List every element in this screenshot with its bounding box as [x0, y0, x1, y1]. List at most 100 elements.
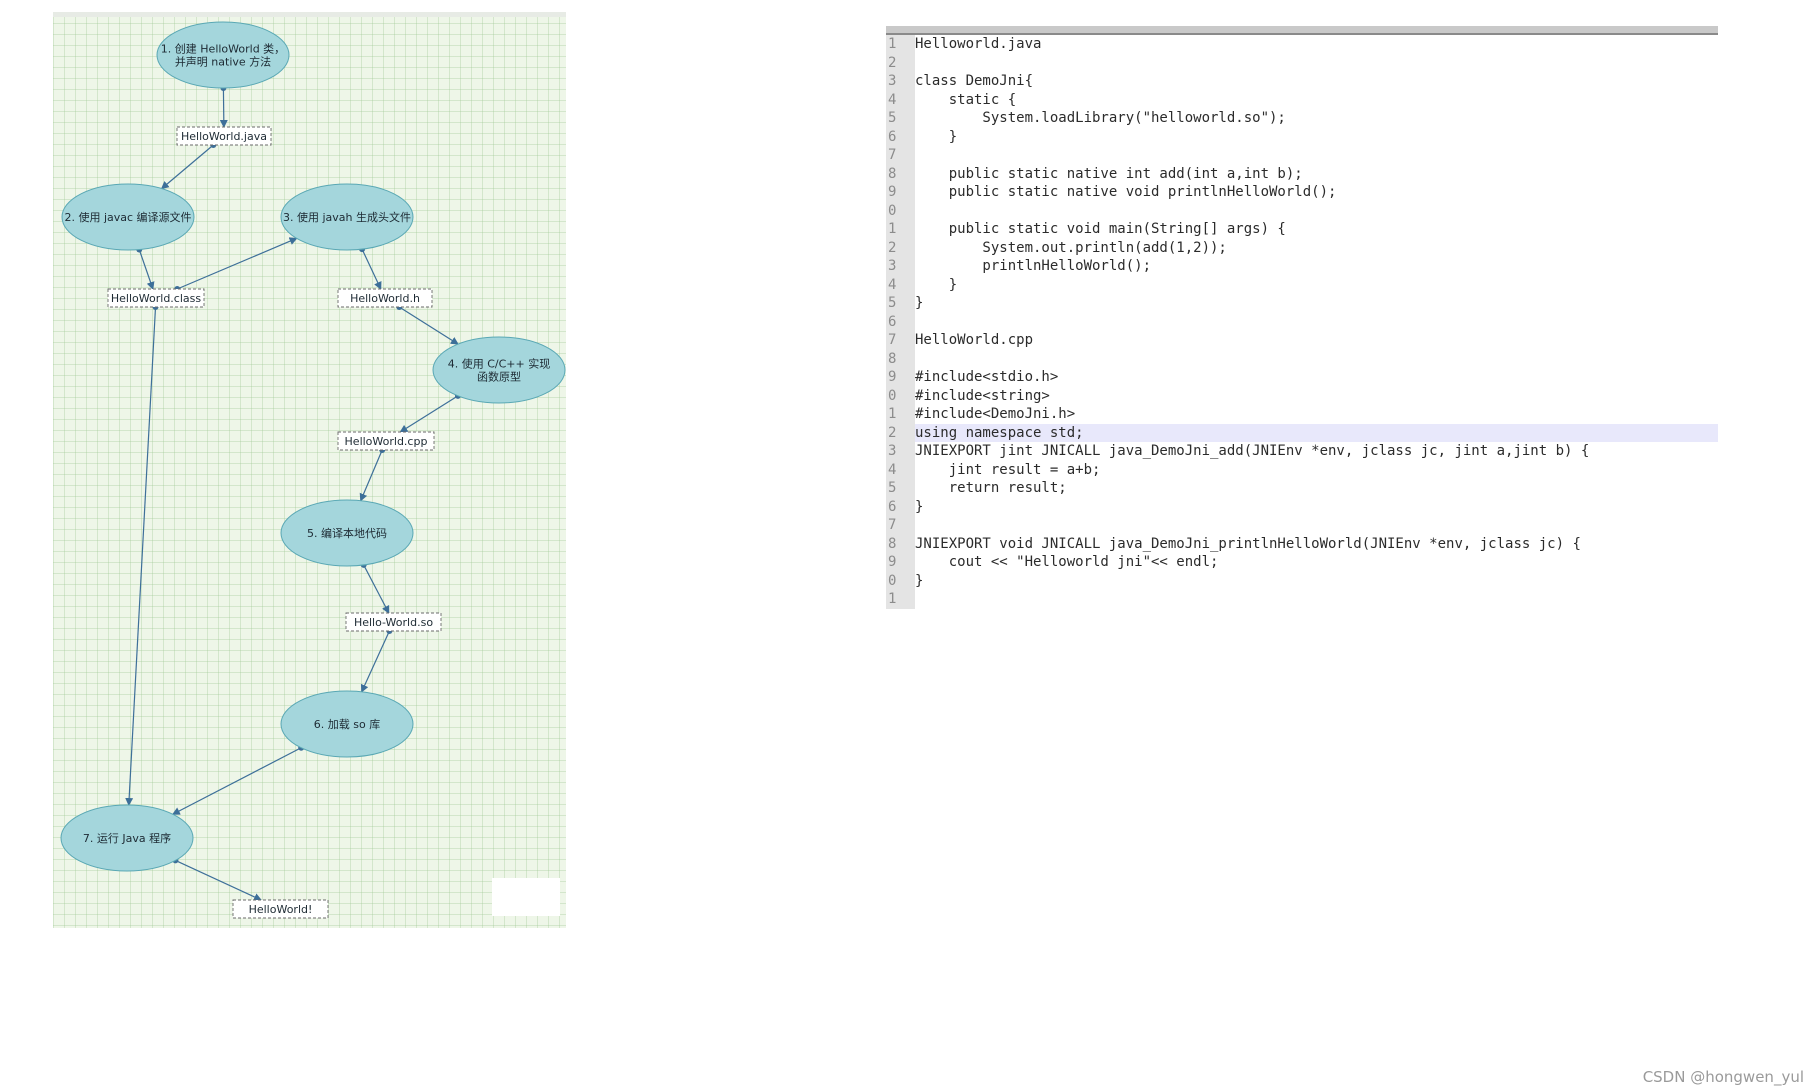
process-node-1[interactable]: 1. 创建 HelloWorld 类，并声明 native 方法 [156, 21, 290, 89]
code-text: System.loadLibrary("helloworld.so"); [915, 110, 1286, 126]
file-node-2[interactable]: HelloWorld.class [107, 288, 205, 308]
line-number: 6 [886, 127, 915, 146]
file-node-5[interactable]: Hello-World.so [345, 612, 442, 632]
file-node-3[interactable]: HelloWorld.h [337, 288, 433, 308]
code-line[interactable]: 4 jint result = a+b; [886, 460, 1718, 479]
code-text: public static void main(String[] args) { [915, 221, 1286, 237]
line-number: 7 [886, 331, 915, 350]
code-line[interactable]: 3 printlnHelloWorld(); [886, 257, 1718, 276]
code-line[interactable]: 6 [886, 312, 1718, 331]
code-line[interactable]: 1 public static void main(String[] args)… [886, 220, 1718, 239]
code-text: #include<stdio.h> [915, 369, 1059, 385]
line-number: 8 [886, 534, 915, 553]
line-number: 4 [886, 460, 915, 479]
process-node-shape [61, 183, 195, 251]
code-line[interactable]: 9 cout << "Helloworld jni"<< endl; [886, 553, 1718, 572]
line-number: 2 [886, 423, 915, 442]
line-number: 0 [886, 201, 915, 220]
file-node-label: HelloWorld.cpp [345, 435, 428, 448]
code-line[interactable]: 4 } [886, 275, 1718, 294]
code-line[interactable]: 1#include<DemoJni.h> [886, 405, 1718, 424]
code-line[interactable]: 1 [886, 590, 1718, 609]
line-number: 7 [886, 516, 915, 535]
process-node-3[interactable]: 3. 使用 javah 生成头文件 [280, 183, 414, 251]
code-line[interactable]: 2 System.out.println(add(1,2)); [886, 238, 1718, 257]
code-text: printlnHelloWorld(); [915, 258, 1152, 274]
process-node-2[interactable]: 2. 使用 javac 编译源文件 [61, 183, 195, 251]
line-number: 4 [886, 90, 915, 109]
code-text: HelloWorld.cpp [915, 332, 1034, 348]
code-line[interactable]: 7 [886, 146, 1718, 165]
file-node-label: Hello-World.so [354, 616, 433, 629]
code-text: JNIEXPORT jint JNICALL java_DemoJni_add(… [915, 443, 1590, 459]
code-line[interactable]: 0 [886, 201, 1718, 220]
process-node-label: 并声明 native 方法 [175, 55, 271, 69]
file-node-box [337, 431, 435, 451]
line-number: 3 [886, 257, 915, 276]
code-line[interactable]: 9#include<stdio.h> [886, 368, 1718, 387]
code-line[interactable]: 5} [886, 294, 1718, 313]
process-node-shape [280, 183, 414, 251]
edge-f1-n2 [160, 144, 214, 190]
line-number: 9 [886, 553, 915, 572]
blank-patch [492, 878, 560, 916]
process-node-5[interactable]: 5. 编译本地代码 [280, 499, 414, 567]
process-node-7[interactable]: 7. 运行 Java 程序 [60, 804, 194, 872]
edge-n4-f4 [399, 395, 459, 433]
line-number: 3 [886, 442, 915, 461]
line-number: 1 [886, 220, 915, 239]
edge-n2-f2 [138, 249, 155, 290]
code-line[interactable]: 8 public static native int add(int a,int… [886, 164, 1718, 183]
line-number: 5 [886, 294, 915, 313]
code-text: System.out.println(add(1,2)); [915, 239, 1227, 256]
file-node-6[interactable]: HelloWorld! [232, 899, 329, 919]
file-node-label: HelloWorld! [249, 903, 313, 916]
code-line[interactable]: 0} [886, 571, 1718, 590]
code-line[interactable]: 6} [886, 497, 1718, 516]
edge-n3-f3 [361, 248, 382, 290]
code-line[interactable]: 9 public static native void printlnHello… [886, 183, 1718, 202]
code-text: static { [915, 91, 1017, 108]
code-line[interactable]: 6 } [886, 127, 1718, 146]
process-node-label: 6. 加载 so 库 [314, 718, 380, 731]
edge-n7-f6 [175, 859, 262, 901]
edge-n5-f5 [363, 564, 390, 614]
code-line[interactable]: 4 static { [886, 90, 1718, 109]
code-text: public static native void printlnHelloWo… [915, 184, 1337, 200]
edge-f5-n6 [360, 630, 390, 693]
file-node-box [345, 612, 442, 632]
file-node-1[interactable]: HelloWorld.java [176, 126, 272, 146]
edge-f4-n5 [359, 449, 383, 502]
process-node-6[interactable]: 6. 加载 so 库 [280, 690, 414, 758]
process-node-label: 2. 使用 javac 编译源文件 [64, 210, 191, 224]
code-text: } [915, 572, 924, 589]
watermark: CSDN @hongwen_yul [1642, 1068, 1804, 1086]
file-node-4[interactable]: HelloWorld.cpp [337, 431, 435, 451]
line-number: 1 [886, 405, 915, 424]
code-line[interactable]: 5 System.loadLibrary("helloworld.so"); [886, 109, 1718, 128]
code-line[interactable]: 7 [886, 516, 1718, 535]
line-number: 5 [886, 109, 915, 128]
code-line[interactable]: 2 [886, 53, 1718, 72]
process-node-shape [432, 336, 566, 404]
line-number: 8 [886, 349, 915, 368]
flow-diagram: 1. 创建 HelloWorld 类，并声明 native 方法 2. 使用 ja… [53, 12, 566, 928]
file-node-label: HelloWorld.h [350, 292, 420, 305]
code-text: } [915, 276, 958, 293]
diagram-canvas: 1. 创建 HelloWorld 类，并声明 native 方法 2. 使用 ja… [60, 21, 566, 919]
code-text: #include<DemoJni.h> [915, 406, 1076, 422]
code-line[interactable]: 5 return result; [886, 479, 1718, 498]
editor-toolbar [886, 26, 1718, 35]
code-line[interactable]: 0#include<string> [886, 386, 1718, 405]
code-line[interactable]: 8 [886, 349, 1718, 368]
edge-f2-n7 [125, 306, 157, 807]
line-number: 1 [886, 35, 915, 54]
